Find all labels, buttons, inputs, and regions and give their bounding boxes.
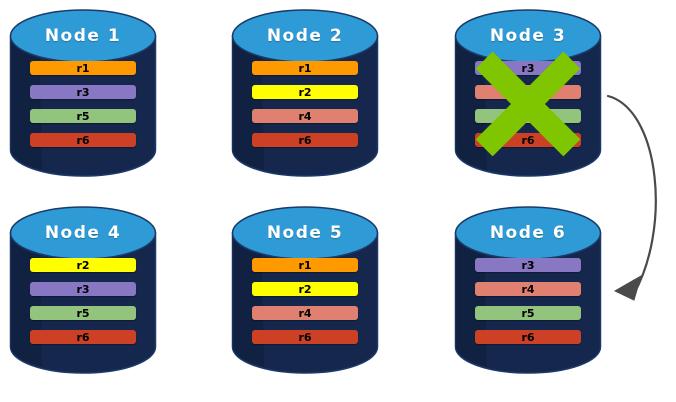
replica-bar-list: r3 r4 r5 r6 [455, 258, 601, 344]
replica-label: r6 [298, 330, 312, 344]
replica-bar-r3[interactable]: r3 [475, 61, 581, 75]
replica-bar-list: r1 r2 r4 r6 [232, 61, 378, 147]
cylinder-top-ellipse [454, 206, 602, 260]
replica-bar-r1[interactable]: r1 [252, 61, 358, 75]
replica-bar-r5[interactable]: r5 [475, 109, 581, 123]
replica-label: r4 [521, 282, 535, 296]
replica-bar-r6[interactable]: r6 [30, 330, 136, 344]
replica-label: r6 [521, 133, 535, 147]
replica-label: r6 [76, 133, 90, 147]
replica-label: r2 [76, 258, 90, 272]
replica-label: r3 [76, 282, 90, 296]
cylinder-top-ellipse [9, 206, 157, 260]
replica-bar-r6[interactable]: r6 [252, 330, 358, 344]
cylinder-top-ellipse [9, 9, 157, 63]
replica-bar-r2[interactable]: r2 [252, 85, 358, 99]
replica-bar-r6[interactable]: r6 [30, 133, 136, 147]
replica-bar-r5[interactable]: r5 [30, 109, 136, 123]
replica-bar-r4[interactable]: r4 [475, 282, 581, 296]
replica-label: r5 [76, 306, 90, 320]
cylinder-top-ellipse [231, 206, 379, 260]
replica-label: r3 [521, 258, 535, 272]
replica-bar-list: r3 r4 r5 r6 [455, 61, 601, 147]
replica-bar-r1[interactable]: r1 [252, 258, 358, 272]
replica-bar-list: r1 r2 r4 r6 [232, 258, 378, 344]
replica-label: r2 [298, 282, 312, 296]
replica-label: r2 [298, 85, 312, 99]
replica-label: r5 [76, 109, 90, 123]
replica-bar-r6[interactable]: r6 [475, 330, 581, 344]
replica-bar-r4[interactable]: r4 [475, 85, 581, 99]
replica-bar-r3[interactable]: r3 [30, 282, 136, 296]
replica-bar-list: r2 r3 r5 r6 [10, 258, 156, 344]
replica-bar-r1[interactable]: r1 [30, 61, 136, 75]
replica-label: r1 [298, 61, 312, 75]
replica-bar-r4[interactable]: r4 [252, 109, 358, 123]
replica-label: r5 [521, 109, 535, 123]
replica-label: r1 [76, 61, 90, 75]
replica-label: r5 [521, 306, 535, 320]
replica-label: r6 [76, 330, 90, 344]
replica-bar-r5[interactable]: r5 [475, 306, 581, 320]
replica-label: r6 [521, 330, 535, 344]
replica-bar-r4[interactable]: r4 [252, 306, 358, 320]
replica-bar-r6[interactable]: r6 [475, 133, 581, 147]
replica-label: r6 [298, 133, 312, 147]
replica-label: r4 [298, 109, 312, 123]
replica-label: r1 [298, 258, 312, 272]
cylinder-top-ellipse [231, 9, 379, 63]
replica-label: r4 [298, 306, 312, 320]
replica-bar-r3[interactable]: r3 [475, 258, 581, 272]
replica-label: r3 [521, 61, 535, 75]
replica-label: r3 [76, 85, 90, 99]
replica-bar-r2[interactable]: r2 [30, 258, 136, 272]
replica-bar-list: r1 r3 r5 r6 [10, 61, 156, 147]
replica-bar-r6[interactable]: r6 [252, 133, 358, 147]
cylinder-top-ellipse [454, 9, 602, 63]
replica-bar-r2[interactable]: r2 [252, 282, 358, 296]
replica-bar-r5[interactable]: r5 [30, 306, 136, 320]
replica-bar-r3[interactable]: r3 [30, 85, 136, 99]
replica-label: r4 [521, 85, 535, 99]
